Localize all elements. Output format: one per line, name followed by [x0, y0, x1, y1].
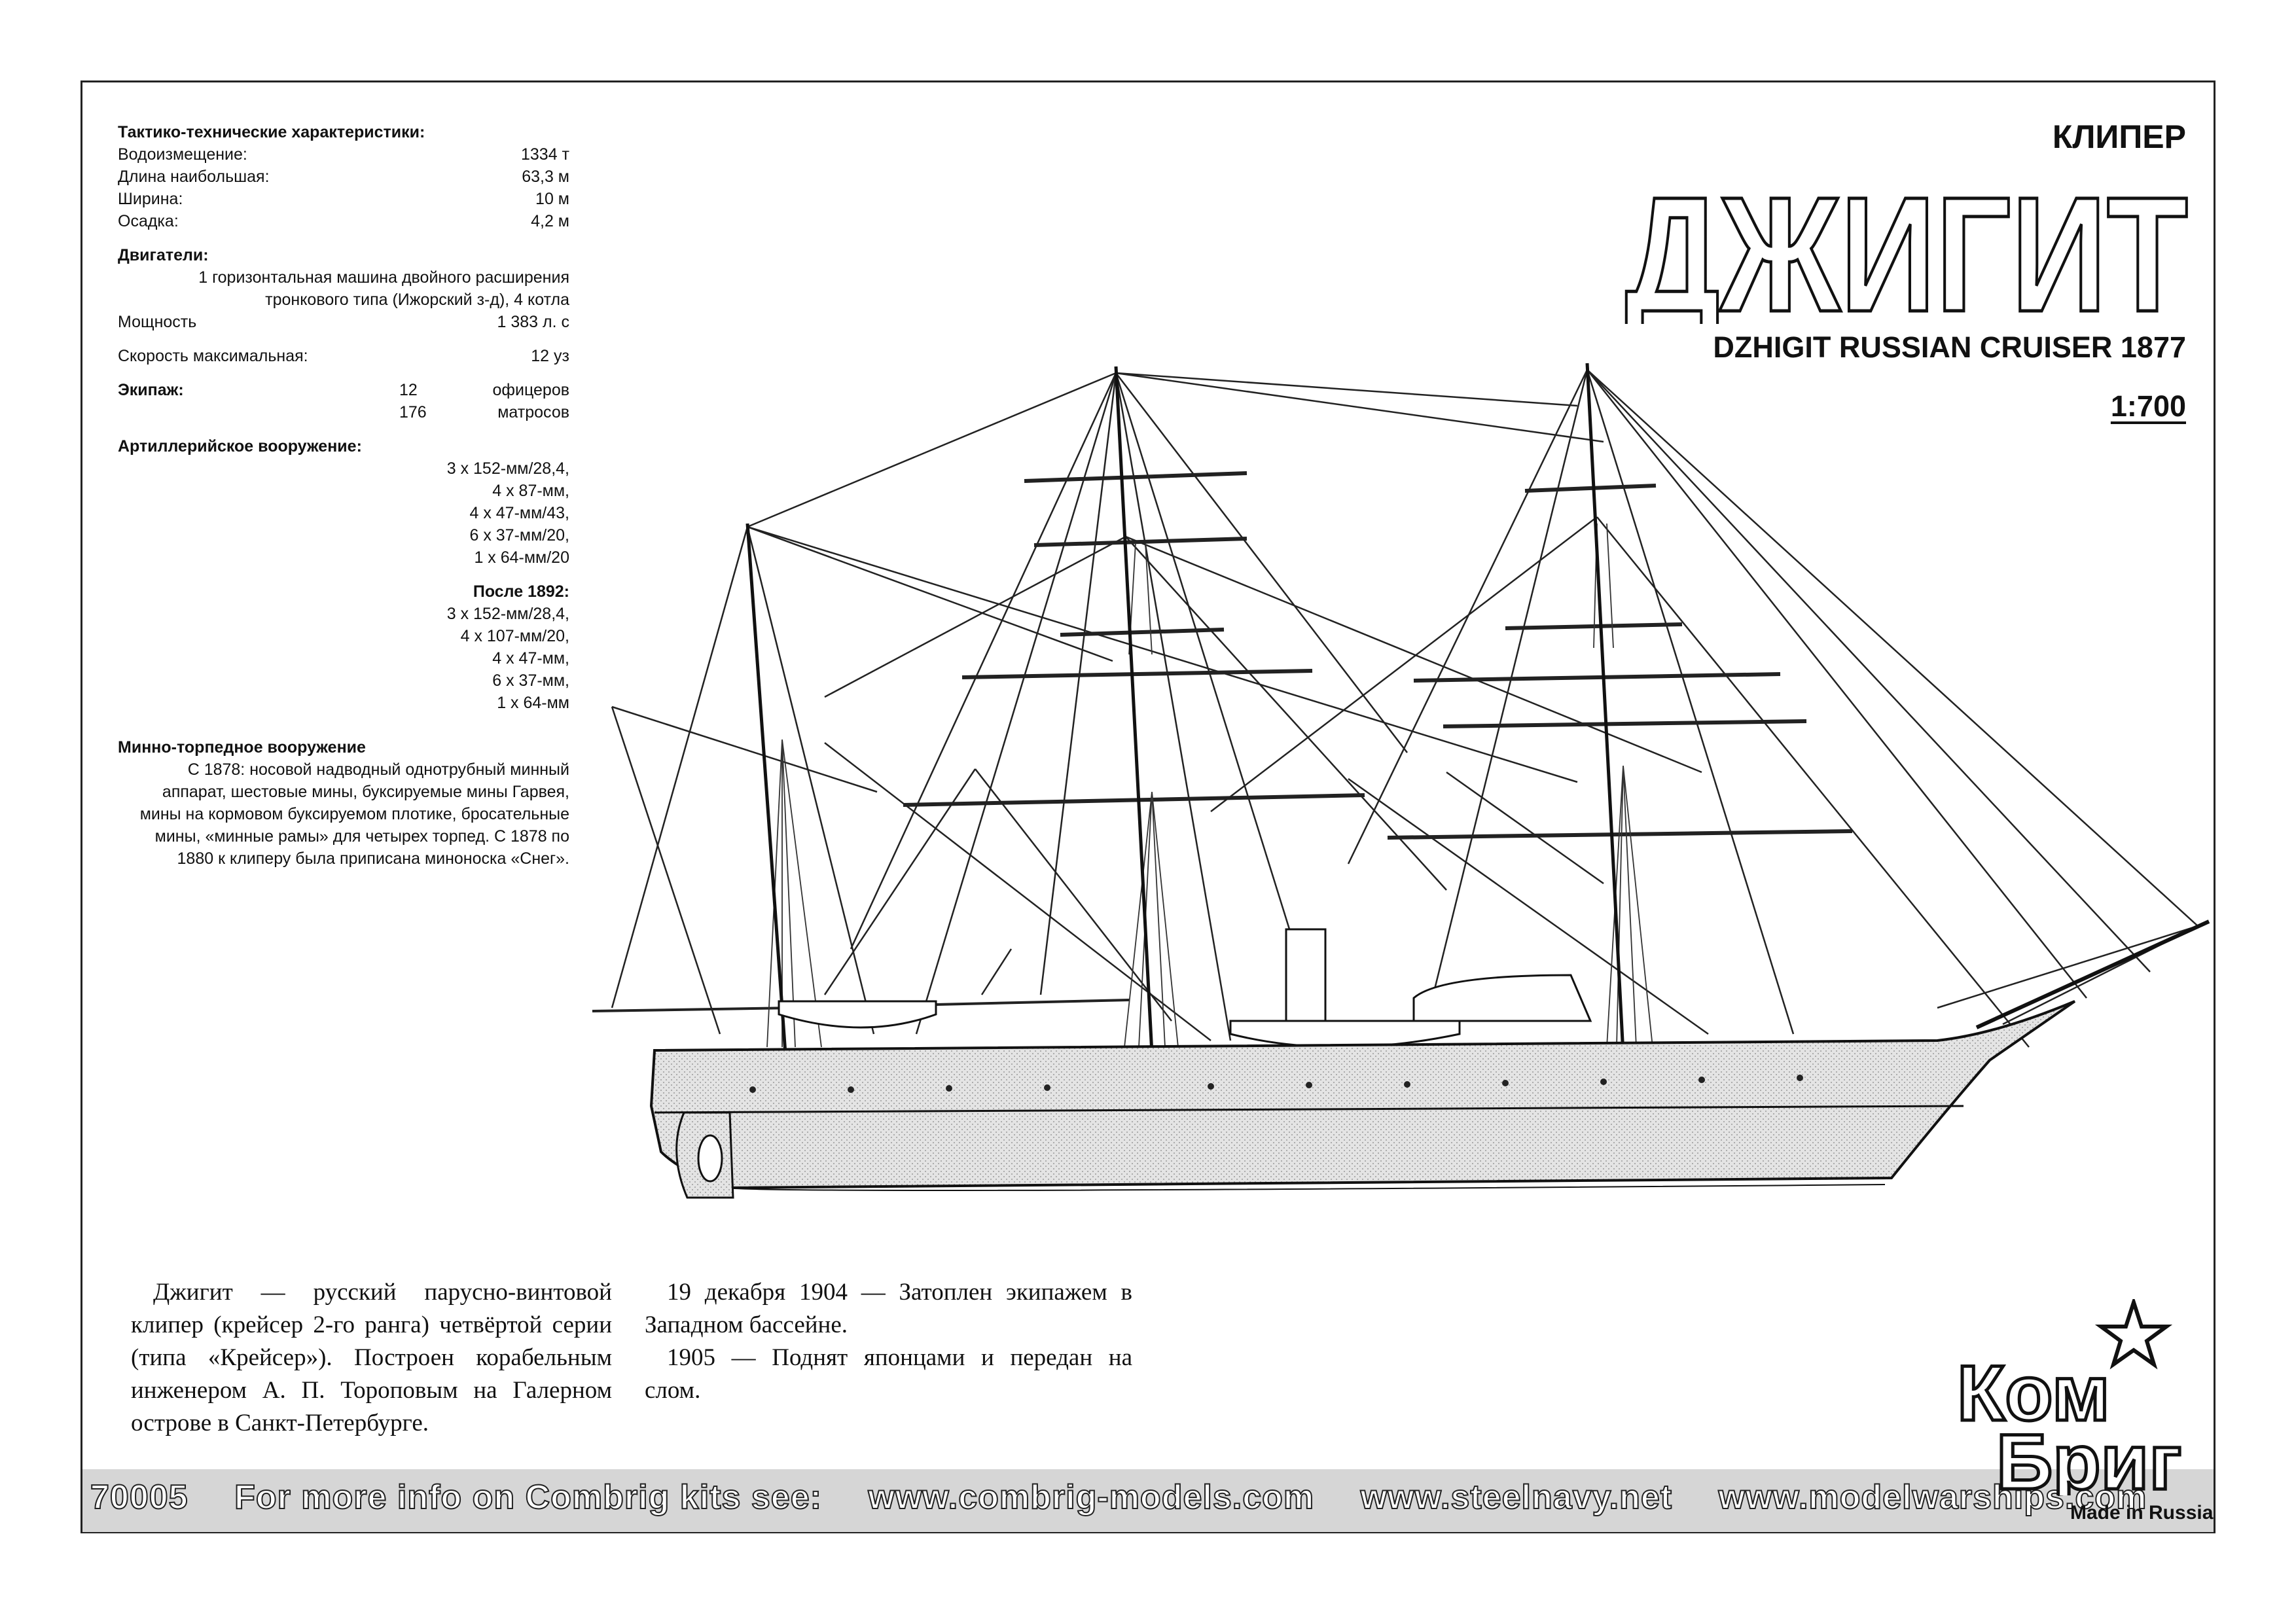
- made-in-label: Made in Russia: [2070, 1502, 2214, 1524]
- logo-line-1: Ком: [1957, 1349, 2110, 1437]
- specs-title: Тактико-технические характеристики:: [118, 123, 425, 141]
- torpedo-line: мины на кормовом буксируемом плотике, бр…: [139, 805, 569, 823]
- spec-label: Осадка:: [118, 212, 179, 230]
- history-column-1: Джигит — русский парусно-винтовой клипер…: [131, 1279, 612, 1436]
- ship-side-view-drawing: [592, 363, 2210, 1199]
- masts: [745, 363, 1625, 1054]
- ship-name-outline: ДЖИГИТ: [1624, 173, 2190, 324]
- crew-row-officers: Экипаж: 12 офицеров: [118, 379, 569, 401]
- history-paragraph: 19 декабря 1904 — Затоплен экипажем в За…: [645, 1279, 1132, 1338]
- power-value: 1 383 л. с: [497, 313, 570, 331]
- after-1892-item: 4 х 47-мм,: [492, 649, 569, 668]
- speed-label: Скорость максимальная:: [118, 347, 308, 365]
- artillery-item: 4 х 47-мм/43,: [469, 504, 569, 522]
- after-1892-item: 6 х 37-мм,: [492, 671, 569, 690]
- spec-row: Длина наибольшая: 63,3 м: [118, 166, 569, 188]
- spec-value: 4,2 м: [531, 212, 569, 230]
- rigging-lines: [611, 369, 2198, 1048]
- bowsprit: [1975, 919, 2210, 1029]
- waterline: [654, 1105, 1964, 1114]
- after-1892-title: После 1892:: [473, 582, 569, 601]
- torpedo-title: Минно-торпедное вооружение: [118, 738, 366, 757]
- after-1892-item: 3 х 152-мм/28,4,: [446, 605, 569, 623]
- crew-label: матросов: [497, 403, 569, 421]
- footer-info: For more info on Combrig kits see:: [234, 1478, 822, 1517]
- shroud-nets: [766, 523, 1653, 1048]
- torpedo-line: мины, «минные рамы» для четырех торпед. …: [154, 827, 569, 846]
- combrig-logo: Ком Бриг: [1957, 1299, 2183, 1495]
- kit-number: 70005: [90, 1478, 188, 1517]
- power-row: Мощность 1 383 л. с: [118, 311, 569, 333]
- ship-name: ДЖИГИТ: [1625, 173, 2188, 324]
- engines-title: Двигатели:: [118, 246, 209, 264]
- portholes: [749, 1075, 1803, 1093]
- footer-band: [82, 1469, 2214, 1532]
- spec-row: Осадка: 4,2 м: [118, 210, 569, 232]
- history-paragraph: 1905 — Поднят японцами и передан на слом…: [645, 1344, 1132, 1404]
- artillery-item: 3 х 152-мм/28,4,: [446, 459, 569, 478]
- spec-row: Водоизмещение: 1334 т: [118, 143, 569, 166]
- yards: [592, 471, 1853, 1012]
- propeller: [697, 1134, 723, 1183]
- website-link-steelnavy[interactable]: www.steelnavy.net: [1360, 1478, 1673, 1517]
- history-column-2: 19 декабря 1904 — Затоплен экипажем в За…: [645, 1276, 1132, 1407]
- website-link-modelwarships[interactable]: www.modelwarships.com: [1718, 1478, 2147, 1517]
- speed-value: 12 уз: [531, 347, 569, 365]
- crew-title: Экипаж:: [118, 381, 184, 399]
- crew-label: офицеров: [492, 381, 569, 399]
- artillery-title: Артиллерийское вооружение:: [118, 437, 362, 455]
- engines-line: тронкового типа (Ижорский з-д), 4 котла: [265, 291, 569, 309]
- engines-line: 1 горизонтальная машина двойного расшире…: [198, 268, 569, 287]
- logo-line-2: Бриг: [1996, 1418, 2181, 1495]
- artillery-item: 6 х 37-мм/20,: [469, 526, 569, 544]
- sheet-border: [81, 80, 2215, 1533]
- star-icon: [2094, 1299, 2173, 1370]
- vessel-type: КЛИПЕР: [2052, 118, 2186, 155]
- spec-label: Длина наибольшая:: [118, 168, 270, 186]
- keel-line: [726, 1184, 1886, 1191]
- spec-row: Ширина: 10 м: [118, 188, 569, 210]
- spec-value: 1334 т: [520, 145, 569, 164]
- crew-count: 176: [399, 403, 427, 421]
- funnel: [1285, 928, 1327, 1022]
- artillery-item: 1 х 64-мм/20: [474, 548, 569, 567]
- website-link-combrig[interactable]: www.combrig-models.com: [867, 1478, 1315, 1517]
- power-label: Мощность: [118, 313, 197, 331]
- after-1892-item: 1 х 64-мм: [497, 694, 569, 712]
- torpedo-line: С 1878: носовой надводный однотрубный ми…: [187, 760, 569, 779]
- scale-label: 1:700: [2110, 389, 2186, 423]
- specs-panel: Тактико-технические характеристики: Водо…: [118, 121, 569, 870]
- spec-label: Водоизмещение:: [118, 145, 247, 164]
- torpedo-line: аппарат, шестовые мины, буксируемые мины…: [162, 783, 569, 801]
- crew-row-sailors: 176 матросов: [118, 401, 569, 423]
- speed-row: Скорость максимальная: 12 уз: [118, 345, 569, 367]
- artillery-item: 4 х 87-мм,: [492, 482, 569, 500]
- after-1892-item: 4 х 107-мм/20,: [460, 627, 569, 645]
- lifeboats: [778, 974, 1592, 1048]
- spec-value: 63,3 м: [522, 168, 569, 186]
- torpedo-line: 1880 к клиперу была приписана миноноска …: [177, 849, 569, 868]
- footer: 70005 For more info on Combrig kits see:…: [90, 1478, 2147, 1517]
- spec-value: 10 м: [535, 190, 569, 208]
- spec-label: Ширина:: [118, 190, 183, 208]
- subtitle: DZHIGIT RUSSIAN CRUISER 1877: [1713, 330, 2186, 364]
- crew-count: 12: [399, 381, 418, 399]
